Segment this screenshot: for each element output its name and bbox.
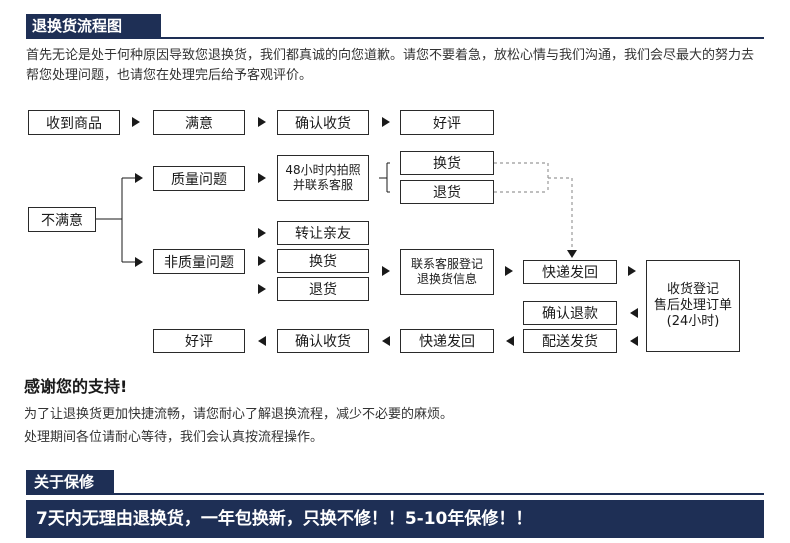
arrow-right-icon xyxy=(258,284,266,294)
arrow-left-icon xyxy=(630,336,638,346)
step-ship: 配送发货 xyxy=(523,329,617,353)
arrow-right-icon xyxy=(258,173,266,183)
step-confirm-refund: 确认退款 xyxy=(523,301,617,325)
step-confirm-top: 确认收货 xyxy=(277,110,369,135)
step-quality-issue: 质量问题 xyxy=(153,166,245,191)
intro-text: 首先无论是处于何种原因导致您退换货，我们都真诚的向您道歉。请您不要着急，放松心情… xyxy=(26,48,755,83)
arrow-left-icon xyxy=(382,336,390,346)
step-express-return: 快递发回 xyxy=(400,329,494,353)
arrow-left-icon xyxy=(258,336,266,346)
thanks-line-2: 处理期间各位请耐心等待，我们会认真按流程操作。 xyxy=(24,430,324,445)
warranty-divider xyxy=(26,493,764,495)
section-title-return-flow: 退换货流程图 xyxy=(26,14,161,38)
step-good-bottom: 好评 xyxy=(153,329,245,353)
step-return-mid: 退货 xyxy=(277,277,369,301)
step-exchange-mid: 换货 xyxy=(277,249,369,273)
receive-line-2: 售后处理订单 xyxy=(653,298,732,313)
arrow-right-icon xyxy=(382,266,390,276)
step-express-back: 快递发回 xyxy=(523,260,617,284)
step-photo-contact: 48小时内拍照 并联系客服 xyxy=(277,155,369,201)
arrow-right-icon xyxy=(505,266,513,276)
arrow-right-icon xyxy=(628,266,636,276)
arrow-right-icon xyxy=(135,257,143,267)
arrow-right-icon xyxy=(382,117,390,127)
arrow-right-icon xyxy=(258,256,266,266)
arrow-right-icon xyxy=(258,117,266,127)
step-received: 收到商品 xyxy=(28,110,120,135)
section-title-warranty: 关于保修 xyxy=(26,470,114,494)
arrow-left-icon xyxy=(630,308,638,318)
arrow-right-icon xyxy=(135,173,143,183)
register-line-2: 退换货信息 xyxy=(416,272,477,286)
arrow-right-icon xyxy=(132,117,140,127)
step-return-top: 退货 xyxy=(400,180,494,204)
arrow-left-icon xyxy=(506,336,514,346)
receive-line-1: 收货登记 xyxy=(666,282,719,297)
step-non-quality: 非质量问题 xyxy=(153,249,245,274)
thanks-title: 感谢您的支持! xyxy=(24,377,128,396)
section-divider xyxy=(26,37,764,39)
arrow-down-icon xyxy=(567,250,577,258)
step-confirm-bottom: 确认收货 xyxy=(277,329,369,353)
arrow-right-icon xyxy=(258,228,266,238)
step-exchange-top: 换货 xyxy=(400,151,494,175)
register-line-1: 联系客服登记 xyxy=(410,257,483,271)
photo-line-1: 48小时内拍照 xyxy=(285,163,361,177)
warranty-banner: 7天内无理由退换货，一年包换新，只换不修！！5-10年保修！！ xyxy=(26,500,764,538)
step-transfer: 转让亲友 xyxy=(277,221,369,245)
receive-line-3: (24小时) xyxy=(666,314,720,329)
step-good-top: 好评 xyxy=(400,110,494,135)
step-receive-process: 收货登记 售后处理订单 (24小时) xyxy=(646,260,740,352)
step-satisfied: 满意 xyxy=(153,110,245,135)
photo-line-2: 并联系客服 xyxy=(292,178,353,192)
step-register-info: 联系客服登记 退换货信息 xyxy=(400,249,494,295)
step-unsatisfied: 不满意 xyxy=(28,207,96,232)
thanks-line-1: 为了让退换货更加快捷流畅，请您耐心了解退换流程，减少不必要的麻烦。 xyxy=(24,407,454,422)
